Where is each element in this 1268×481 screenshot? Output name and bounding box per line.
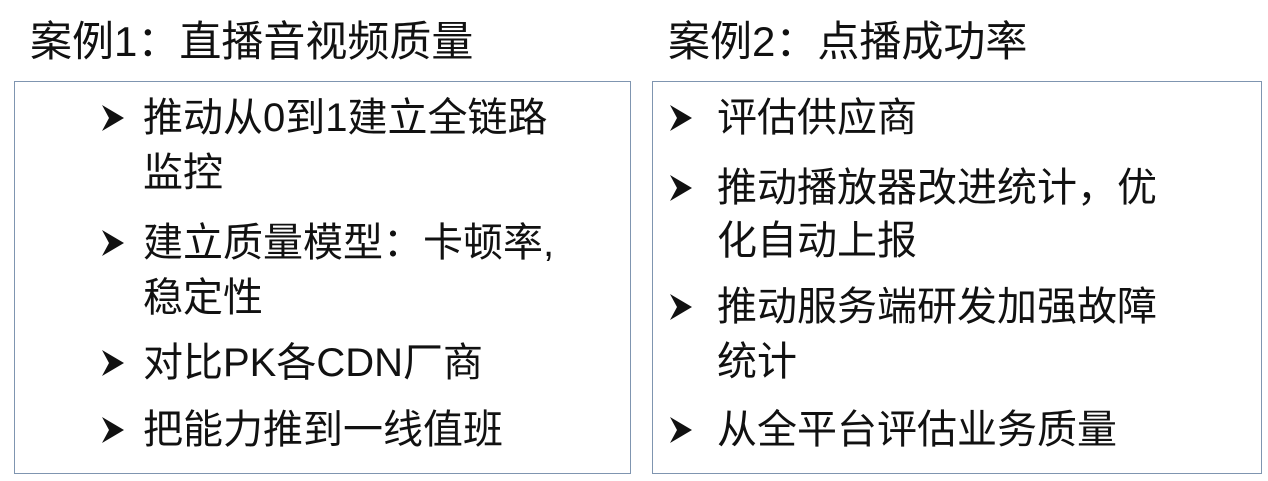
case2-item-2-line-2: 化自动上报 xyxy=(717,219,917,263)
case1-item-3: 对比PK各CDN厂商 xyxy=(143,341,484,385)
arrow-bullet-icon xyxy=(100,348,126,378)
case1-item-1-line-2: 监控 xyxy=(143,151,223,195)
case1-item-1-line-1: 推动从0到1建立全链路 xyxy=(143,96,548,140)
arrow-bullet-icon xyxy=(668,173,694,203)
case1-item-2-line-2: 稳定性 xyxy=(143,276,263,320)
arrow-bullet-icon xyxy=(100,103,126,133)
case1-box xyxy=(14,81,631,474)
case2-box xyxy=(652,81,1262,474)
arrow-bullet-icon xyxy=(668,292,694,322)
case1-item-4: 把能力推到一线值班 xyxy=(143,408,503,452)
arrow-bullet-icon xyxy=(100,228,126,258)
arrow-bullet-icon xyxy=(100,415,126,445)
case1-item-2-line-1: 建立质量模型：卡顿率, xyxy=(143,221,555,265)
case2-title: 案例2：点播成功率 xyxy=(668,18,1028,65)
case2-item-3-line-1: 推动服务端研发加强故障 xyxy=(717,285,1157,329)
case2-item-2-line-1: 推动播放器改进统计，优 xyxy=(717,166,1157,210)
case2-item-4: 从全平台评估业务质量 xyxy=(717,408,1117,452)
arrow-bullet-icon xyxy=(668,103,694,133)
arrow-bullet-icon xyxy=(668,415,694,445)
case1-title: 案例1：直播音视频质量 xyxy=(30,18,474,65)
case2-item-1: 评估供应商 xyxy=(717,96,917,140)
case2-item-3-line-2: 统计 xyxy=(717,340,797,384)
